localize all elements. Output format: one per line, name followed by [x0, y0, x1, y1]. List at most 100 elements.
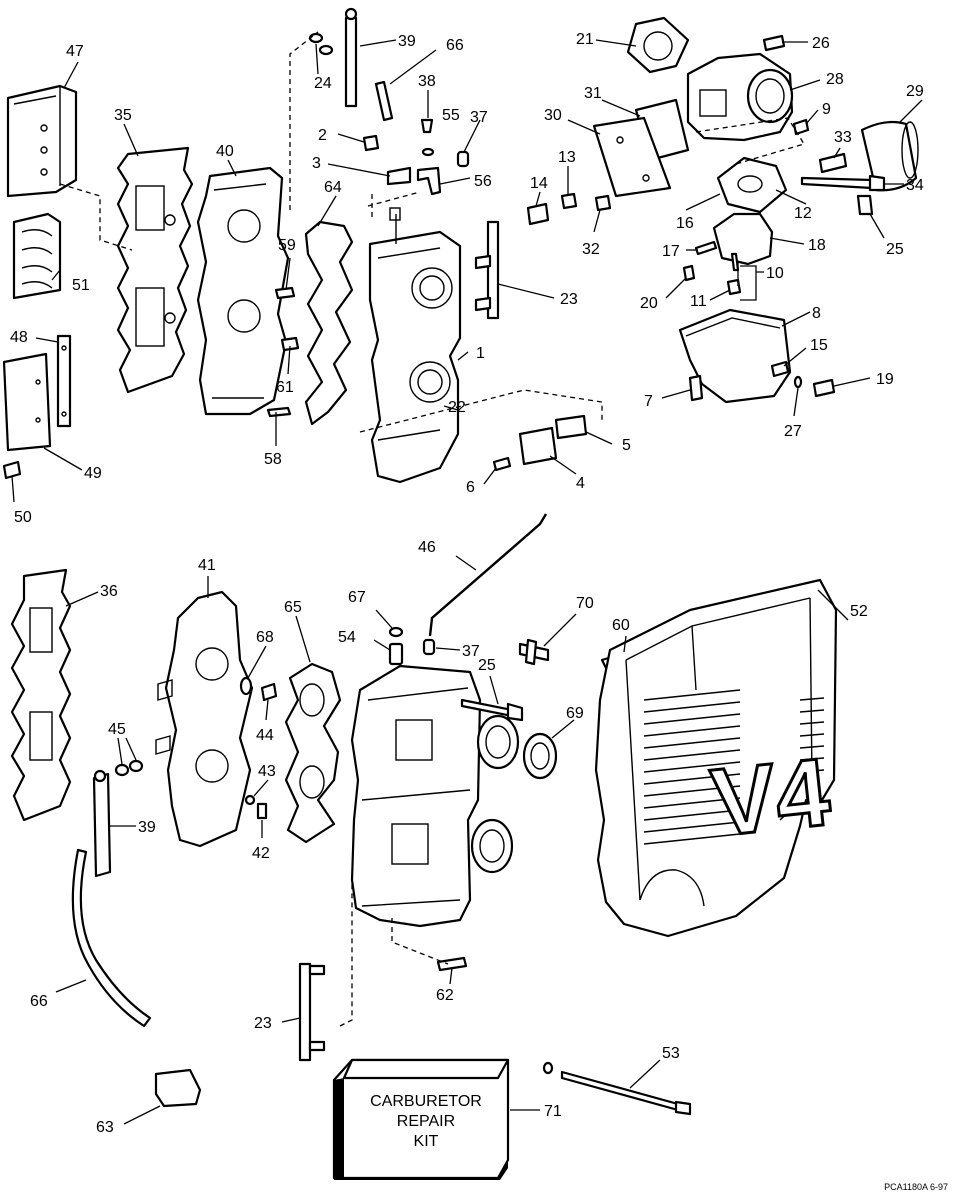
part-20-screw	[682, 264, 696, 282]
callout-25: 25	[886, 241, 904, 258]
alignment-line	[367, 191, 421, 218]
callout-31: 31	[584, 85, 602, 102]
part-29-adapter-ring	[860, 120, 919, 192]
callout-26: 26	[812, 35, 830, 52]
callout-62: 62	[436, 987, 454, 1004]
part-56-bracket	[416, 166, 442, 196]
part-25-screw	[856, 194, 874, 216]
callout-50: 50	[14, 509, 32, 526]
callout-71: 71	[544, 1103, 562, 1120]
part-36-gasket	[10, 568, 72, 822]
part-13-screw	[560, 192, 578, 210]
part-69-seal	[522, 732, 558, 780]
callout-19: 19	[876, 371, 894, 388]
callout-1: 1	[476, 345, 485, 362]
callout-47: 47	[66, 43, 84, 60]
part-14-clip	[526, 202, 550, 226]
callout-63: 63	[96, 1119, 114, 1136]
kit-label-line-2: REPAIR	[397, 1113, 455, 1130]
callout-28: 28	[826, 71, 844, 88]
callout-40: 40	[216, 143, 234, 160]
callout-5: 5	[622, 437, 631, 454]
callout-38: 38	[418, 73, 436, 90]
part-52-engine-cover: V4	[594, 578, 838, 938]
callout-53: 53	[662, 1045, 680, 1062]
cover-logo-v4: V4	[707, 738, 835, 857]
part-37-cap	[422, 638, 436, 656]
part-7-screw	[688, 374, 704, 402]
part-5-gasket	[554, 414, 588, 440]
part-66-hose	[71, 848, 152, 1028]
part-55-washer	[421, 147, 435, 157]
part-61-screw	[280, 336, 300, 352]
callout-68: 68	[256, 629, 274, 646]
callout-12: 12	[794, 205, 812, 222]
callout-9: 9	[822, 101, 831, 118]
kit-label-line-1: CARBURETOR	[370, 1093, 482, 1110]
callout-67: 67	[348, 589, 366, 606]
callout-66-lower: 66	[30, 993, 48, 1010]
part-37-cap	[456, 150, 470, 168]
cover-vent-slots	[643, 689, 825, 845]
part-47-reed-cover	[6, 84, 78, 198]
callout-11: 11	[690, 293, 707, 310]
part-59-screw	[274, 286, 296, 300]
alignment-line	[339, 876, 353, 1027]
part-62-screw	[436, 956, 468, 972]
callout-34: 34	[906, 177, 924, 194]
callout-56: 56	[474, 173, 492, 190]
part-39-tube	[92, 769, 112, 878]
callout-58: 58	[264, 451, 282, 468]
callout-48: 48	[10, 329, 28, 346]
part-38-screw	[420, 118, 434, 134]
part-50-screw	[2, 460, 22, 480]
callout-23: 23	[560, 291, 578, 308]
callout-51: 51	[72, 277, 90, 294]
part-40-intake-manifold	[196, 166, 290, 416]
alignment-line	[391, 918, 449, 965]
carburetor-repair-kit-box: CARBURETOR REPAIR KIT	[332, 1058, 510, 1180]
part-2-screw	[362, 134, 380, 152]
part-1-carburetor-upper	[368, 207, 462, 484]
part-9-pin	[792, 118, 810, 136]
part-24-washers	[308, 32, 334, 56]
part-51-reed-petals	[12, 212, 62, 300]
callout-6: 6	[466, 479, 475, 496]
callout-7: 7	[644, 393, 653, 410]
callout-4: 4	[576, 475, 585, 492]
callout-59: 59	[278, 237, 296, 254]
part-21-gasket	[626, 16, 690, 74]
callout-66: 66	[446, 37, 464, 54]
callout-43: 43	[258, 763, 276, 780]
callout-10: 10	[766, 265, 784, 282]
carburetor-lower	[350, 664, 520, 928]
kit-label-line-3: KIT	[414, 1133, 439, 1150]
callout-39: 39	[398, 33, 416, 50]
callout-37: 37	[470, 109, 488, 126]
callout-20: 20	[640, 295, 658, 312]
part-25-screw	[460, 698, 524, 722]
callout-33: 33	[834, 129, 852, 146]
part-30-plate	[592, 116, 672, 198]
part-63-fitting	[154, 1068, 202, 1108]
part-48-reed-stop	[56, 334, 72, 428]
part-42-spring	[256, 802, 268, 820]
part-17-pin	[694, 240, 718, 256]
part-53-screw	[542, 1061, 692, 1116]
callout-3: 3	[312, 155, 321, 172]
callout-29: 29	[906, 83, 924, 100]
callout-21: 21	[576, 31, 594, 48]
callout-30: 30	[544, 107, 562, 124]
part-44-fitting	[260, 682, 278, 702]
part-12-gasket	[716, 156, 788, 214]
callout-52: 52	[850, 603, 868, 620]
part-41-intake-manifold	[155, 590, 254, 848]
callout-44: 44	[256, 727, 274, 744]
part-23-fuel-tube	[298, 962, 326, 1062]
part-19-plug	[812, 378, 836, 398]
part-43-ball	[244, 794, 256, 806]
leader-lines	[11, 39, 923, 1125]
callout-42: 42	[252, 845, 270, 862]
callout-numbers: 1 2 3 4 5 6 7 8 9 10 11 12 13 14 15 16 1…	[10, 31, 924, 1136]
figure-reference: PCA1180A 6-97	[884, 1182, 948, 1192]
